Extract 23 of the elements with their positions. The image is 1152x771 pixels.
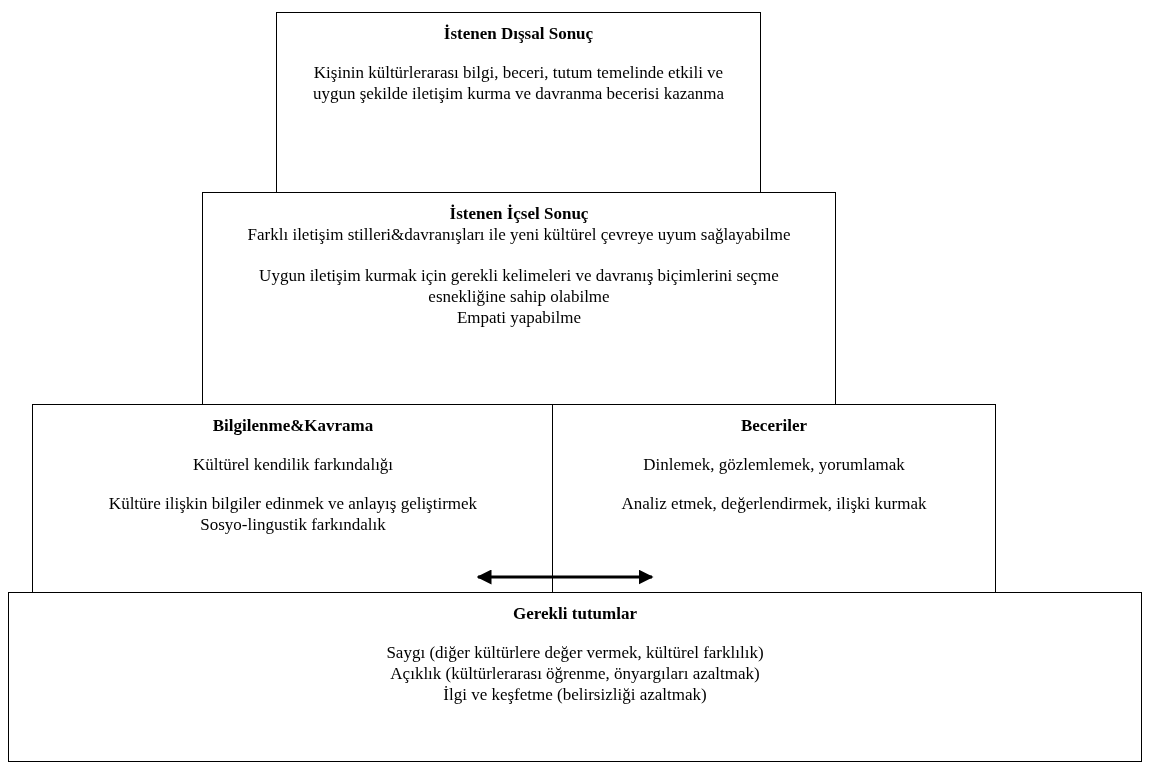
model-box: [202, 192, 836, 406]
box-text: Sosyo-lingustik farkındalık: [199, 514, 387, 535]
model-box: [32, 404, 554, 594]
box-heading: Beceriler: [739, 415, 809, 436]
model-box: [276, 12, 761, 194]
box-text: İlgi ve keşfetme (belirsizliği azaltmak): [442, 684, 708, 705]
box-text: Analiz etmek, değerlendirmek, ilişki kurmak: [620, 493, 928, 514]
box-text: Dinlemek, gözlemlemek, yorumlamak: [642, 454, 906, 475]
model-box: [8, 592, 1142, 762]
box-heading: İstenen Dışsal Sonuç: [442, 23, 595, 44]
box-heading: Bilgilenme&Kavrama: [211, 415, 375, 436]
box-text: Kültüre ilişkin bilgiler edinmek ve anlayış geliştirmek: [107, 493, 479, 514]
box-text: Kültürel kendilik farkındalığı: [191, 454, 395, 475]
box-text: Empati yapabilme: [455, 307, 583, 328]
model-box: [552, 404, 996, 594]
box-heading: Gerekli tutumlar: [512, 603, 638, 624]
double-arrow: [476, 569, 654, 585]
box-heading: İstenen İçsel Sonuç: [448, 203, 590, 224]
box-text: Farklı iletişim stilleri&davranışları ile yeni kültürel çevreye uyum sağlayabilme: [246, 224, 792, 245]
box-text: Saygı (diğer kültürlere değer vermek, kültürel farklılık): [385, 642, 765, 663]
box-text: Açıklık (kültürlerarası öğrenme, önyargıları azaltmak): [389, 663, 761, 684]
box-text: Uygun iletişim kurmak için gerekli kelimeleri ve davranış biçimlerini seçme esnekliğine sahip olabilme: [258, 265, 780, 307]
box-text: Kişinin kültürlerarası bilgi, beceri, tutum temelinde etkili ve uygun şekilde iletişim kurma ve davranma becerisi kazanma: [311, 62, 726, 104]
